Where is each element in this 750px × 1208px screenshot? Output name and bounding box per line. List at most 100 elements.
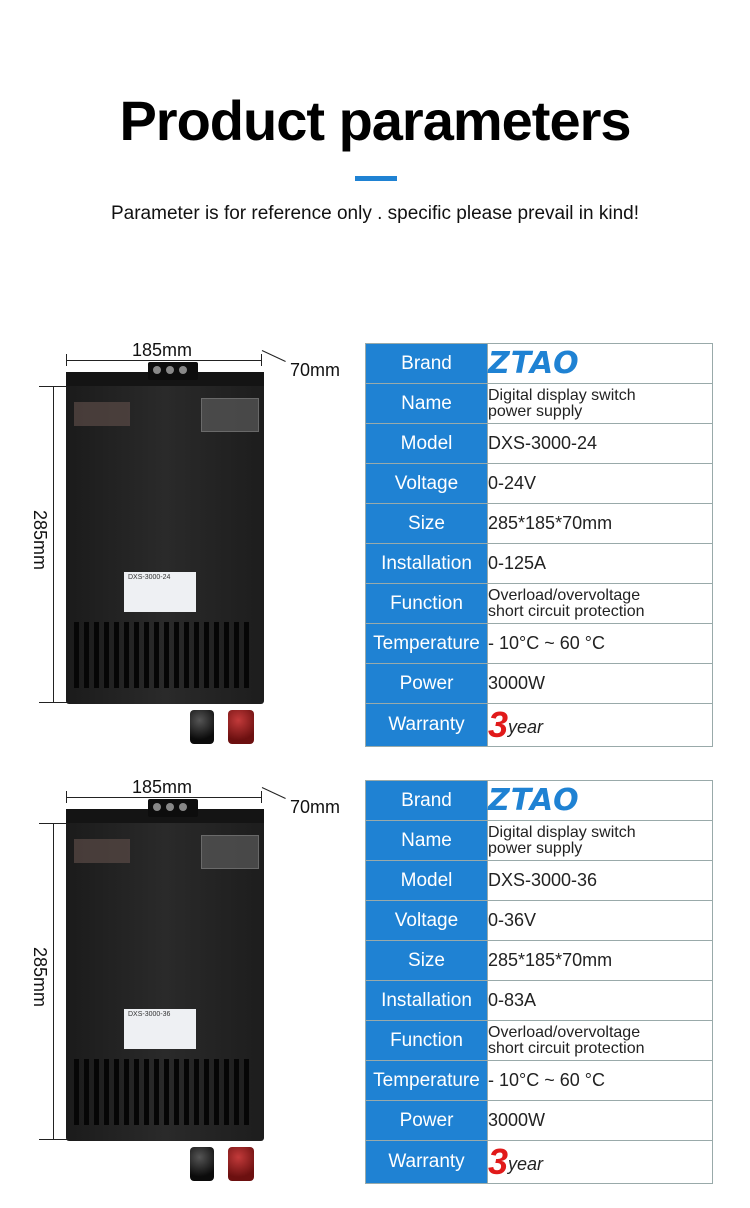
installation-key: Installation — [365, 543, 488, 584]
height-dimension-label: 285mm — [30, 947, 50, 1008]
name-value-line2: power supply — [488, 402, 583, 420]
table-row: Voltage 0-24V — [365, 463, 713, 504]
height-dimension-label: 285mm — [30, 510, 50, 571]
table-row: Brand ZTAO — [365, 343, 713, 384]
height-dimension-line — [39, 386, 67, 703]
terminal-block — [148, 362, 198, 380]
name-value-line1: Digital display switch — [488, 386, 636, 404]
installation-value: 0-125A — [487, 543, 713, 584]
vent-grille — [72, 1059, 258, 1125]
width-dimension-label: 185mm — [132, 777, 193, 797]
positive-terminal — [228, 1147, 254, 1181]
warranty-number: 3 — [488, 1141, 509, 1182]
model-label-sticker: DXS-3000-24 — [124, 572, 196, 612]
positive-terminal — [228, 710, 254, 744]
temperature-value: - 10°C ~ 60 °C — [487, 623, 713, 664]
table-row: Size 285*185*70mm — [365, 503, 713, 544]
warranty-key: Warranty — [365, 703, 488, 747]
product-section-2: 185mm 70mm 285mm DXS-3000-36 Brand ZTAO … — [0, 777, 750, 1197]
negative-terminal — [190, 710, 214, 744]
temperature-value: - 10°C ~ 60 °C — [487, 1060, 713, 1101]
size-key: Size — [365, 503, 488, 544]
function-value-line1: Overload/overvoltage — [488, 586, 641, 604]
power-value: 3000W — [487, 1100, 713, 1141]
model-key: Model — [365, 423, 488, 464]
function-value-line2: short circuit protection — [488, 602, 645, 620]
power-key: Power — [365, 1100, 488, 1141]
table-row: Voltage 0-36V — [365, 900, 713, 941]
depth-dimension-line — [261, 787, 286, 799]
title-accent-bar — [355, 176, 397, 181]
size-key: Size — [365, 940, 488, 981]
size-value: 285*185*70mm — [487, 503, 713, 544]
ztao-logo: ZTAO — [488, 346, 580, 381]
function-key: Function — [365, 583, 488, 624]
depth-dimension-label: 70mm — [290, 797, 341, 817]
table-row: Brand ZTAO — [365, 780, 713, 821]
model-value: DXS-3000-24 — [487, 423, 713, 464]
power-key: Power — [365, 663, 488, 704]
table-row: Size 285*185*70mm — [365, 940, 713, 981]
installation-key: Installation — [365, 980, 488, 1021]
name-value-line2: power supply — [488, 839, 583, 857]
terminal-block — [148, 799, 198, 817]
negative-terminal — [190, 1147, 214, 1181]
voltage-value: 0-24V — [487, 463, 713, 504]
table-row: Temperature - 10°C ~ 60 °C — [365, 623, 713, 664]
product-section-1: 185mm 70mm 285mm DXS-3000-24 Brand ZTAO … — [0, 340, 750, 760]
table-row: Warranty 3year — [365, 703, 713, 747]
table-row: Installation 0-83A — [365, 980, 713, 1021]
table-row: Power 3000W — [365, 1100, 713, 1141]
table-row: Model DXS-3000-36 — [365, 860, 713, 901]
table-row: Model DXS-3000-24 — [365, 423, 713, 464]
notice-sticker — [201, 398, 259, 432]
voltage-value: 0-36V — [487, 900, 713, 941]
name-key: Name — [365, 383, 488, 424]
warning-sticker — [74, 839, 130, 863]
warranty-number: 3 — [488, 704, 509, 745]
table-row: Temperature - 10°C ~ 60 °C — [365, 1060, 713, 1101]
warranty-key: Warranty — [365, 1140, 488, 1184]
depth-dimension-label: 70mm — [290, 360, 341, 380]
height-dimension-line — [39, 823, 67, 1140]
temperature-key: Temperature — [365, 623, 488, 664]
page-subtitle: Parameter is for reference only . specif… — [110, 203, 640, 224]
model-value: DXS-3000-36 — [487, 860, 713, 901]
warning-sticker — [74, 402, 130, 426]
function-value-line1: Overload/overvoltage — [488, 1023, 641, 1041]
brand-key: Brand — [365, 780, 488, 821]
ztao-logo: ZTAO — [488, 783, 580, 818]
depth-dimension-line — [261, 350, 286, 362]
model-label-sticker: DXS-3000-36 — [124, 1009, 196, 1049]
warranty-unit: year — [508, 1154, 544, 1174]
table-row: Power 3000W — [365, 663, 713, 704]
installation-value: 0-83A — [487, 980, 713, 1021]
name-value-line1: Digital display switch — [488, 823, 636, 841]
power-value: 3000W — [487, 663, 713, 704]
table-row: Warranty 3year — [365, 1140, 713, 1184]
page-title: Product parameters — [119, 89, 631, 152]
power-supply-image: DXS-3000-24 — [66, 362, 264, 744]
table-row: Installation 0-125A — [365, 543, 713, 584]
width-dimension-line — [66, 791, 262, 803]
function-key: Function — [365, 1020, 488, 1061]
model-key: Model — [365, 860, 488, 901]
vent-grille — [72, 622, 258, 688]
voltage-key: Voltage — [365, 463, 488, 504]
warranty-unit: year — [508, 717, 544, 737]
temperature-key: Temperature — [365, 1060, 488, 1101]
width-dimension-line — [66, 354, 262, 366]
size-value: 285*185*70mm — [487, 940, 713, 981]
brand-key: Brand — [365, 343, 488, 384]
function-value-line2: short circuit protection — [488, 1039, 645, 1057]
notice-sticker — [201, 835, 259, 869]
name-key: Name — [365, 820, 488, 861]
voltage-key: Voltage — [365, 900, 488, 941]
width-dimension-label: 185mm — [132, 340, 193, 360]
